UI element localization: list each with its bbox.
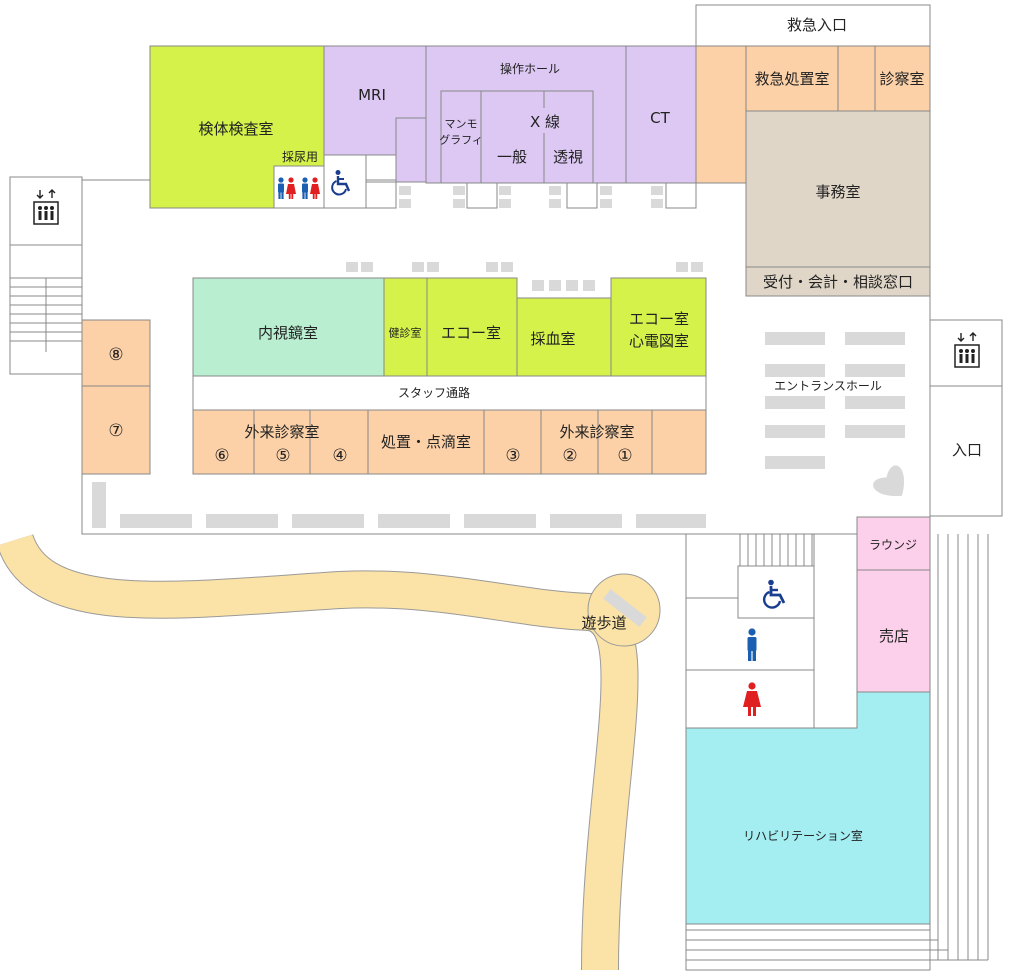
- door-box-1: [466, 182, 498, 209]
- entrance-label: 入口: [952, 441, 982, 459]
- xray-label: X 線: [530, 113, 560, 131]
- reception-label: 受付・会計・相談窓口: [763, 273, 913, 291]
- male-toilet-icon-lower: [747, 628, 757, 661]
- emergency-small-room: [837, 45, 876, 112]
- female-toilet-icon-2: [310, 177, 320, 199]
- room-8-number: ⑧: [108, 345, 123, 365]
- urine-label: 採尿用: [282, 150, 318, 164]
- treatment-drip-label: 処置・点滴室: [381, 433, 471, 451]
- echo-label: エコー室: [441, 324, 501, 342]
- exam-room: [874, 45, 931, 112]
- elevator-icon: [33, 189, 59, 225]
- echo-ecg-label-2: 心電図室: [629, 332, 689, 350]
- outpatient-right-block: [540, 409, 707, 475]
- wheelchair-icon-lower: [762, 579, 786, 609]
- outpatient-left-label: 外来診察室: [244, 423, 319, 441]
- room-4-number: ④: [332, 446, 347, 466]
- outpatient-right-label: 外来診察室: [559, 423, 634, 441]
- emergency-treatment-label: 救急処置室: [754, 70, 829, 88]
- specimen-lab-label: 検体検査室: [198, 120, 273, 138]
- walkway-path: [0, 533, 661, 971]
- echo-ecg-label-1: エコー室: [629, 310, 689, 328]
- office-room: [745, 110, 931, 297]
- urine-area: [274, 148, 324, 164]
- office-label: 事務室: [815, 183, 860, 201]
- blood-collection-label: 採血室: [530, 330, 575, 348]
- accessible-toilet: [323, 154, 367, 209]
- walkway-label: 遊歩道: [581, 614, 626, 632]
- male-toilet-icon-2: [302, 177, 308, 199]
- entrance-area: [929, 385, 1003, 517]
- corridor-benches-top: [346, 186, 703, 291]
- elevator-icon-right: [954, 332, 980, 368]
- mammo-label-2: グラフィ: [439, 133, 483, 147]
- room-3-number: ③: [505, 446, 520, 466]
- control-hall-label: 操作ホール: [500, 61, 560, 76]
- rehabilitation-room: [685, 691, 931, 925]
- ct-room: [625, 45, 697, 184]
- health-check-room: [383, 277, 428, 377]
- mri-label: MRI: [358, 86, 386, 104]
- echo-room: [426, 277, 518, 377]
- shop-room: [856, 569, 931, 693]
- shop-label: 売店: [879, 627, 909, 645]
- ct-label: CT: [650, 109, 670, 127]
- accessible-toilet-lower: [737, 565, 815, 619]
- emergency-side-room: [695, 45, 747, 184]
- health-check-label: 健診室: [389, 326, 422, 340]
- room-7: [81, 385, 151, 475]
- female-toilet-icon: [286, 177, 296, 199]
- waiting-benches-bottom: [92, 482, 706, 528]
- emergency-entrance-area: [695, 4, 931, 47]
- staff-corridor-label: スタッフ通路: [398, 385, 470, 400]
- endoscopy-room: [192, 277, 385, 377]
- male-toilet-icon: [278, 177, 284, 199]
- emergency-entrance-label: 救急入口: [787, 16, 847, 34]
- female-toilet-icon-lower: [743, 682, 761, 716]
- left-elevator-stair-block: [9, 176, 83, 375]
- entrance-hall-benches: [765, 332, 905, 469]
- lounge-label: ラウンジ: [869, 538, 917, 552]
- endoscopy-label: 内視鏡室: [258, 324, 318, 342]
- room-5-number: ⑤: [275, 446, 290, 466]
- lounge-room: [856, 516, 931, 571]
- wheelchair-icon: [331, 170, 351, 196]
- treatment-drip-room: [367, 409, 485, 475]
- outpatient-left-block: [192, 409, 369, 475]
- door-box-2: [566, 182, 598, 209]
- mammography-room: [440, 90, 482, 184]
- entrance-hall-label: エントランスホール: [774, 379, 882, 393]
- rehabilitation-label: リハビリテーション室: [743, 828, 863, 843]
- mammo-label-1: マンモ: [445, 118, 478, 131]
- door-box-3: [665, 182, 697, 209]
- emergency-treatment-room: [745, 45, 839, 112]
- exam-room-label: 診察室: [879, 70, 924, 88]
- xray-general-label: 一般: [497, 148, 527, 166]
- room-6-number: ⑥: [214, 446, 229, 466]
- xray-fluoro-label: 透視: [553, 148, 583, 166]
- room-1-number: ①: [617, 446, 632, 466]
- room-2-number: ②: [562, 446, 577, 466]
- room-7-number: ⑦: [108, 421, 123, 441]
- small-storage-left: [365, 181, 397, 209]
- room-3: [483, 409, 542, 475]
- xray-room: [480, 90, 594, 184]
- heart-icon: [873, 465, 904, 496]
